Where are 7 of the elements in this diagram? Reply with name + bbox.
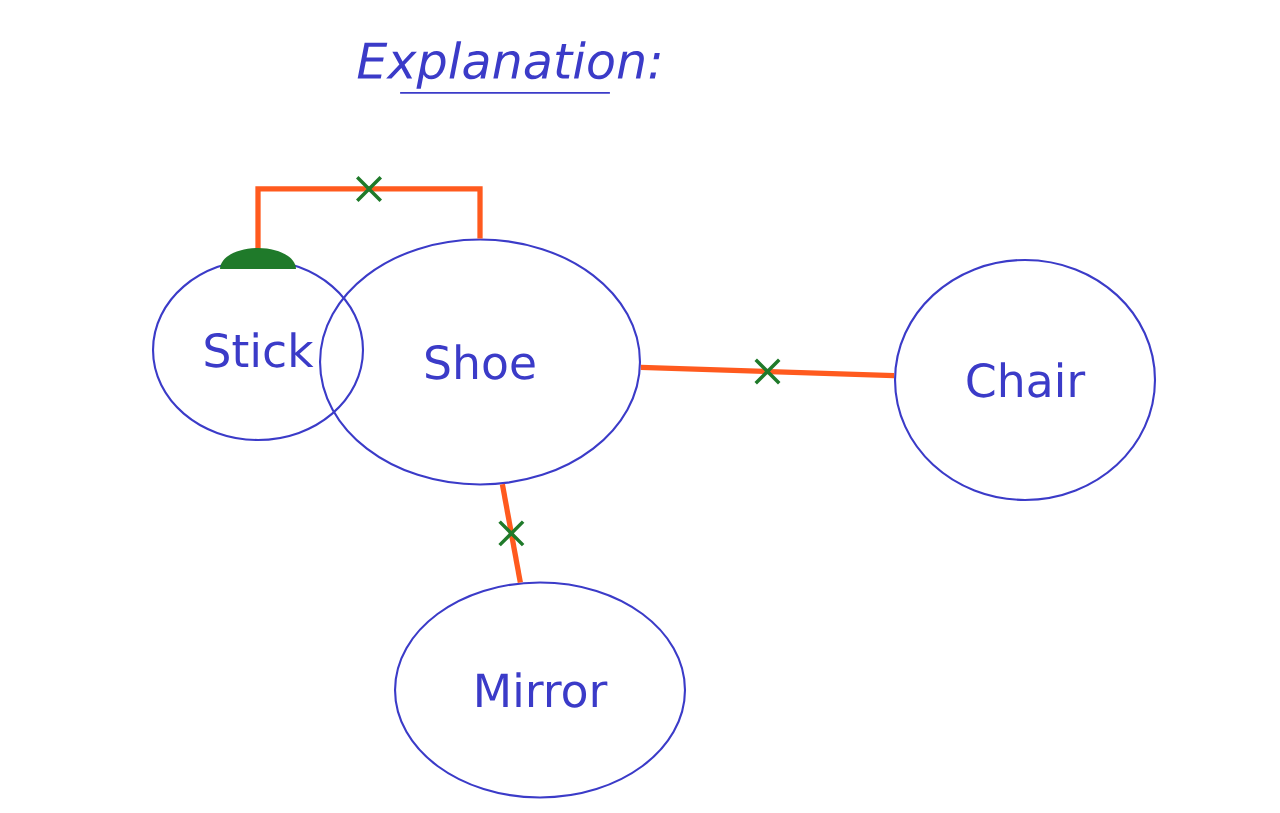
circle-node: Mirror bbox=[394, 581, 687, 799]
circle-node: Chair bbox=[894, 258, 1157, 501]
connector bbox=[220, 175, 483, 269]
circle-node: Shoe bbox=[319, 238, 642, 486]
connector bbox=[640, 357, 895, 385]
title: Explanation: bbox=[357, 41, 660, 89]
connector bbox=[497, 483, 525, 583]
